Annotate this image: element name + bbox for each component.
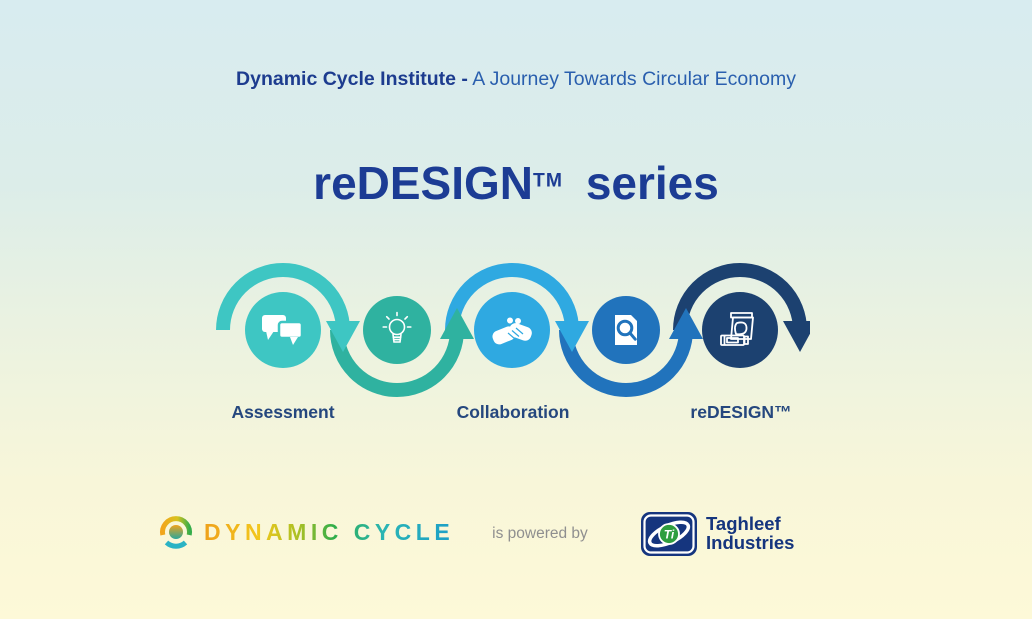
flow-arc-1 [216, 263, 350, 331]
document-search-icon [615, 315, 637, 345]
brand-name: Dynamic Cycle Institute - [236, 68, 468, 90]
flow-arc-5 [673, 263, 807, 331]
step-label-assessment: Assessment [231, 402, 335, 422]
flow-arrow-up-4 [669, 308, 703, 339]
flow-arc-4 [559, 329, 693, 397]
title-main: reDESIGN [313, 157, 534, 209]
taghleef-logo: Ti Taghleef Industries [640, 511, 794, 557]
flow-arrow-down-1 [326, 321, 360, 352]
flow-arrow-down-3 [555, 321, 589, 352]
title-trademark: TM [533, 170, 563, 192]
process-flow-diagram [216, 263, 810, 397]
tagline: A Journey Towards Circular Economy [472, 68, 796, 90]
lightbulb-icon [382, 311, 412, 343]
step-circle-ideation [363, 296, 431, 364]
title-suffix: series [585, 157, 719, 209]
flow-arc-3 [445, 263, 579, 331]
dynamic-cycle-wordmark: DYNAMIC CYCLE [204, 518, 455, 545]
slide-subtitle: Dynamic Cycle Institute - A Journey Towa… [0, 68, 1032, 91]
chat-bubbles-icon [262, 315, 304, 345]
taghleef-name-line1: Taghleef [706, 513, 781, 535]
taghleef-wordmark: Taghleef Industries [706, 513, 795, 553]
flow-arc-2 [330, 329, 464, 397]
flow-arrow-down-5 [783, 321, 810, 352]
step-label-redesign: reDESIGN™ [690, 402, 792, 422]
packaging-icon [720, 312, 754, 346]
dynamic-cycle-logo: DYNAMIC CYCLE [158, 514, 454, 550]
taghleef-logo-icon: Ti [641, 512, 697, 556]
recycle-circle-icon [160, 516, 192, 549]
handshake-icon [492, 317, 532, 345]
flow-arrow-up-2 [440, 308, 474, 339]
taghleef-name-line2: Industries [706, 532, 795, 553]
taghleef-monogram: Ti [664, 528, 675, 542]
page-title: reDESIGNTM series [0, 156, 1032, 210]
step-circle-redesign [702, 292, 778, 368]
powered-by-text: is powered by [492, 525, 588, 542]
step-label-collaboration: Collaboration [456, 402, 570, 422]
